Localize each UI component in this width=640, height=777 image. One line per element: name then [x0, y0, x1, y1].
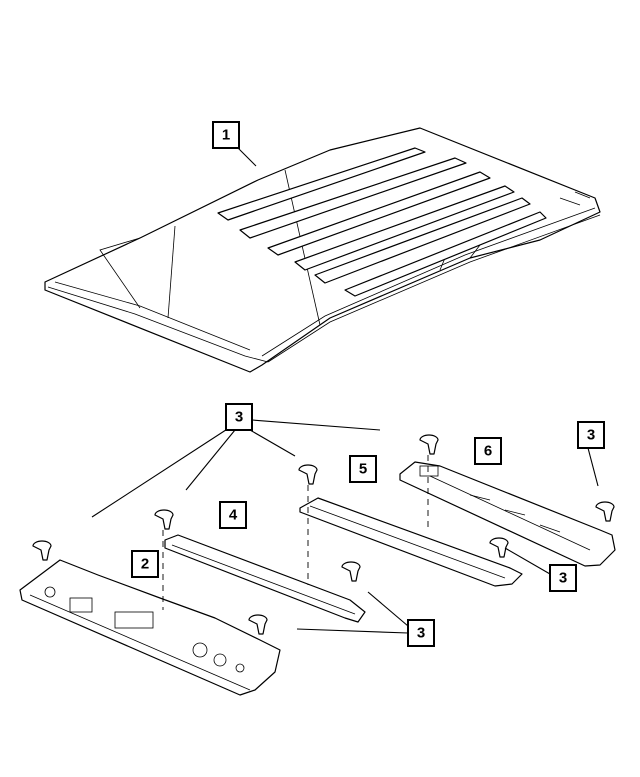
callout-3-bottom: 3	[407, 619, 435, 647]
rear-header	[399, 461, 616, 567]
retainer-pin	[489, 537, 509, 558]
callout-1: 1	[212, 121, 240, 149]
callout-label: 3	[235, 409, 243, 426]
callout-label: 4	[229, 507, 238, 524]
callout-label: 3	[417, 625, 425, 642]
callout-3-right: 3	[577, 421, 605, 449]
retainer-pin	[341, 561, 361, 582]
callout-label: 2	[141, 556, 149, 573]
retainer-pin	[419, 434, 439, 455]
retainer-pin	[298, 464, 318, 485]
callout-3-top: 3	[225, 403, 253, 431]
leader-lines	[91, 147, 599, 634]
roof-panel	[44, 127, 601, 373]
callout-label: 1	[222, 127, 230, 144]
retainer-pin	[32, 540, 52, 561]
front-bow	[164, 534, 366, 623]
callout-label: 3	[559, 570, 567, 587]
roof-ribs	[217, 147, 547, 297]
callout-label: 6	[484, 443, 492, 460]
callout-label: 5	[359, 461, 367, 478]
callout-4: 4	[219, 501, 247, 529]
callout-label: 3	[587, 427, 595, 444]
retainer-pin	[595, 501, 615, 522]
install-lines	[162, 455, 429, 610]
retainer-pin	[248, 614, 268, 635]
callout-6: 6	[474, 437, 502, 465]
retainers	[32, 434, 615, 635]
callout-2: 2	[131, 550, 159, 578]
callout-3-rear: 3	[549, 564, 577, 592]
callout-5: 5	[349, 455, 377, 483]
center-bow	[299, 497, 523, 587]
front-header	[19, 559, 281, 696]
retainer-pin	[154, 509, 174, 530]
